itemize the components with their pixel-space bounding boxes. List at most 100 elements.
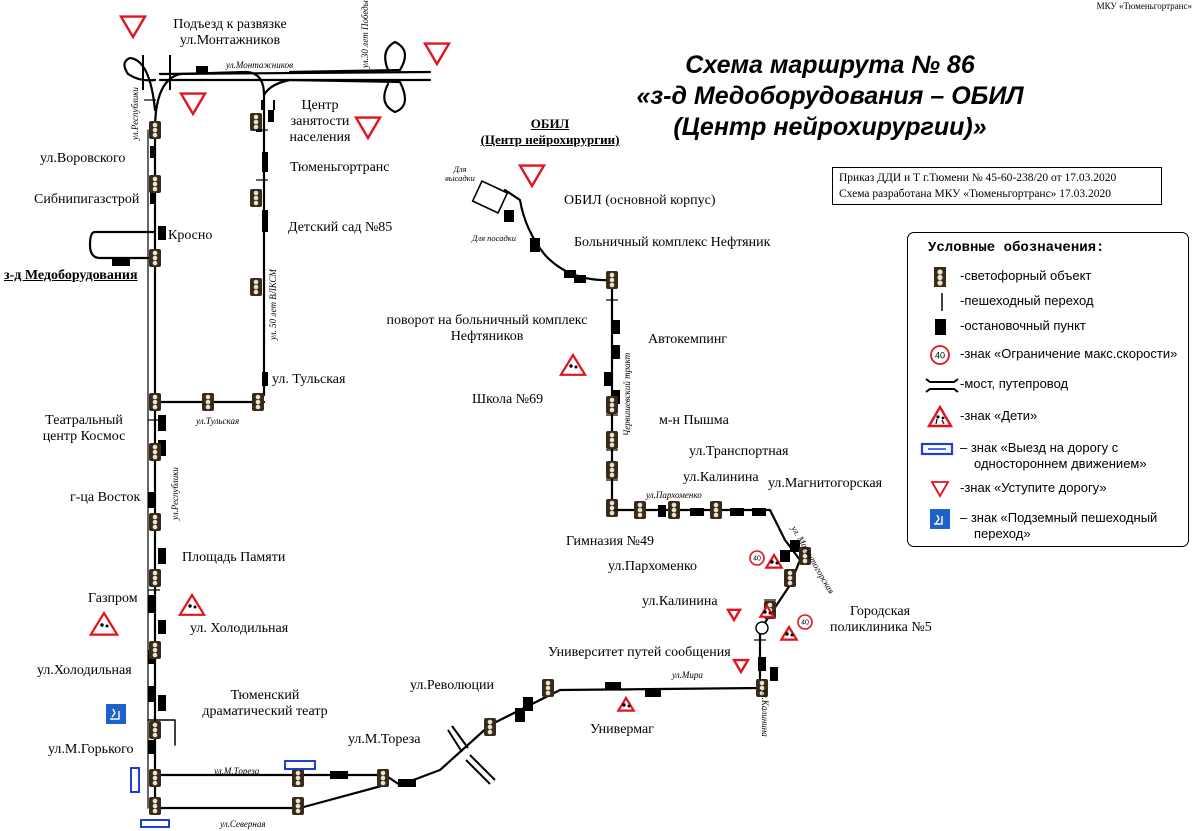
stop-label-parhomenko: ул.Пархоменко xyxy=(608,559,698,574)
yield-sign xyxy=(118,15,148,40)
children-sign xyxy=(88,610,120,636)
bus-stop xyxy=(148,595,156,613)
bus-stop xyxy=(150,192,156,204)
bus-stop xyxy=(158,548,166,564)
traffic-light xyxy=(292,797,304,815)
stop-label-gazprom: Газпром xyxy=(88,591,138,606)
yield-sign xyxy=(178,92,208,117)
bus-stop xyxy=(612,320,620,334)
bus-stop xyxy=(158,695,166,711)
stop-label-obil-korpus: ОБИЛ (основной корпус) xyxy=(564,193,716,208)
stop-label-tsentr: Центр занятости населения xyxy=(280,98,360,146)
stop-label-avtokemping: Автокемпинг xyxy=(648,332,728,347)
bus-stop xyxy=(658,505,666,517)
traffic-light xyxy=(377,769,389,787)
speed-limit-value: 40 xyxy=(801,620,809,627)
bus-stop xyxy=(690,508,704,516)
bus-stop xyxy=(150,146,156,158)
bus-stop xyxy=(262,372,268,386)
children-sign xyxy=(758,603,776,618)
street-label-parhomenko: ул.Пархоменко xyxy=(646,490,702,500)
street-label-respubliki-2: ул.Республики xyxy=(170,467,180,520)
one-way-exit-sign xyxy=(140,819,170,828)
bus-stop xyxy=(262,210,268,222)
children-sign-icon xyxy=(926,405,954,428)
bus-stop-icon xyxy=(935,319,946,335)
stop-label-toreza: ул.М.Тореза xyxy=(348,732,421,747)
stop-label-tulskaya: ул. Тульская xyxy=(272,372,346,387)
stop-label-shkola: Школа №69 xyxy=(472,392,544,407)
title-line-3: (Центр нейрохирургии)» xyxy=(673,113,987,141)
stop-label-universitet: Университет путей сообщения xyxy=(548,645,731,660)
bus-stop xyxy=(158,415,166,431)
children-sign xyxy=(616,695,636,712)
bus-stop xyxy=(605,682,621,690)
bus-stop xyxy=(645,689,661,697)
order-line-1: Приказ ДДИ и Т г.Тюмени № 45-60-238/20 о… xyxy=(839,172,1117,184)
traffic-light xyxy=(250,278,262,296)
terminal-end-line-2: (Центр нейрохирургии) xyxy=(480,132,620,147)
bus-stop xyxy=(574,275,586,283)
children-sign xyxy=(558,352,588,376)
speed-limit-sign-icon: 40 xyxy=(930,345,950,365)
bus-stop xyxy=(158,620,166,634)
stop-label-line: поворот на больничный комплекс xyxy=(386,313,588,328)
speed-limit-value: 40 xyxy=(935,351,945,361)
stop-label-kalinina-2: ул.Калинина xyxy=(683,470,759,485)
underpass-sign-icon xyxy=(930,509,950,529)
bus-stop xyxy=(504,210,514,222)
traffic-light xyxy=(149,569,161,587)
legend: Условные обозначения: -светофорный объек… xyxy=(907,232,1189,547)
traffic-light xyxy=(606,271,618,289)
bus-stop xyxy=(330,771,348,779)
traffic-light xyxy=(149,249,161,267)
stop-label-line: Центр xyxy=(301,98,339,113)
bus-stop xyxy=(758,657,766,671)
stop-label-gorkogo: ул.М.Горького xyxy=(48,742,134,757)
traffic-light xyxy=(149,175,161,193)
street-label-respubliki: ул.Республики xyxy=(130,87,140,140)
bus-stop xyxy=(148,492,156,508)
traffic-light xyxy=(606,499,618,517)
legend-text-line-2: одностороннем движением» xyxy=(974,456,1147,471)
legend-text: -пешеходный переход xyxy=(960,293,1094,308)
street-label-chervishevsky: Червишевский тракт xyxy=(622,352,632,436)
bus-stop xyxy=(730,508,744,516)
stop-label-pyshma: м-н Пышма xyxy=(659,413,729,428)
stop-label-vostok: г-ца Восток xyxy=(70,490,141,505)
stop-label-transportnaya: ул.Транспортная xyxy=(689,444,789,459)
bus-stop xyxy=(158,440,166,456)
children-sign xyxy=(764,552,784,569)
legend-text: -остановочный пункт xyxy=(960,318,1086,333)
traffic-light xyxy=(252,393,264,411)
yield-sign-icon xyxy=(930,481,950,498)
legend-text: -мост, путепровод xyxy=(960,376,1069,391)
bridge-marks xyxy=(142,55,496,785)
pickup-label: Для посадки xyxy=(471,233,517,243)
bus-stop xyxy=(530,238,540,252)
stop-label-bolnichny: Больничный комплекс Нефтяник xyxy=(574,235,771,250)
yield-sign xyxy=(517,164,547,189)
bus-stop xyxy=(515,708,525,722)
legend-text: -знак «Уступите дорогу» xyxy=(960,480,1107,495)
speed-limit-sign: 40 xyxy=(749,550,765,566)
stop-label-kalinina: ул.Калинина xyxy=(642,594,718,609)
bus-stop xyxy=(148,740,156,754)
yield-sign xyxy=(422,42,452,67)
traffic-light xyxy=(756,679,768,697)
bus-stop xyxy=(262,152,268,164)
stop-label-teatr: Тюменский драматический театр xyxy=(190,688,340,720)
roundabout xyxy=(755,621,769,635)
bus-stop xyxy=(158,226,166,240)
bus-stop xyxy=(196,66,208,74)
stop-label-holodilnaya-2: ул.Холодильная xyxy=(37,663,132,678)
traffic-light xyxy=(484,718,496,736)
stop-label-holodilnaya: ул. Холодильная xyxy=(190,621,289,636)
stop-label-magnitogorskaya: ул.Магнитогорская xyxy=(768,476,883,491)
street-label-severnaya: ул.Северная xyxy=(220,819,266,829)
street-label-kalinina: ул.Калинина xyxy=(760,690,770,737)
stop-label-gimnaziya: Гимназия №49 xyxy=(566,534,654,549)
